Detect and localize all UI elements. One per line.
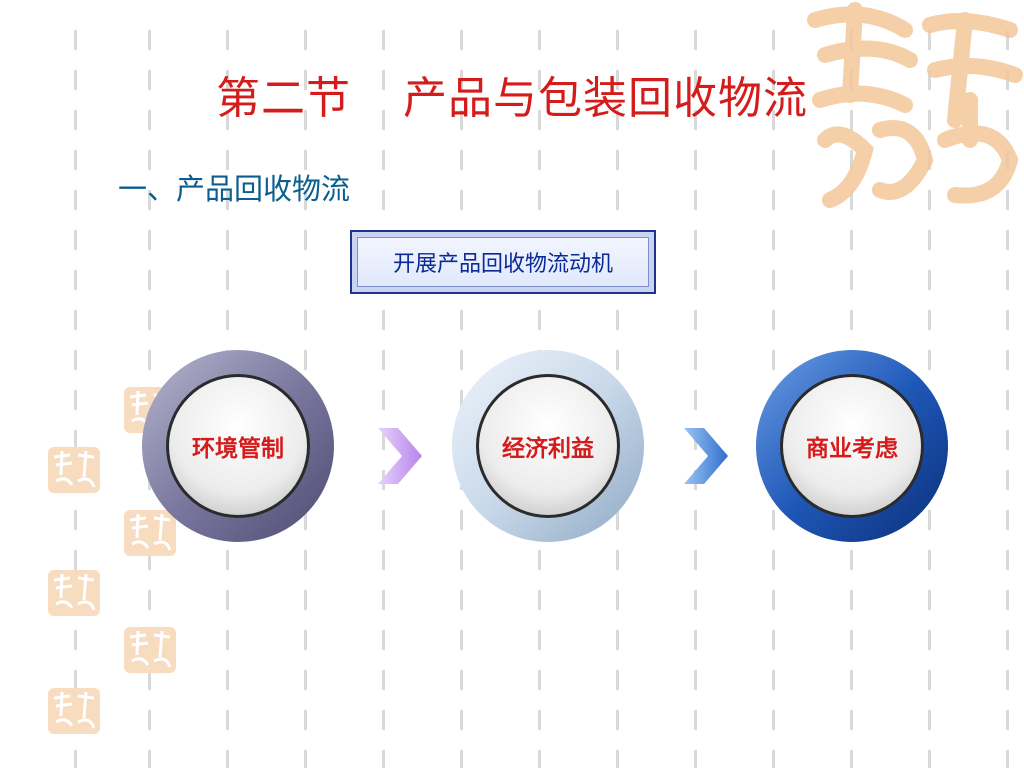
node-environment-regulation: 环境管制 — [140, 348, 336, 544]
section-heading: 一、产品回收物流 — [118, 172, 351, 206]
seal-stamp-icon — [48, 570, 100, 616]
node-ring-graphic — [756, 350, 948, 542]
chevron-right-icon — [378, 428, 422, 484]
seal-stamp-icon — [807, 2, 1023, 208]
chevron-right-icon — [684, 428, 728, 484]
seal-stamp-icon — [48, 688, 100, 734]
node-ring-graphic — [142, 350, 334, 542]
seal-stamp-icon — [48, 447, 100, 493]
node-business-consideration: 商业考虑 — [754, 348, 950, 544]
node-economic-benefit: 经济利益 — [450, 348, 646, 544]
title-topic: 产品与包装回收物流 — [403, 73, 808, 124]
slide-title: 第二节 产品与包装回收物流 — [0, 62, 1024, 126]
node-label: 经济利益 — [502, 436, 594, 462]
node-ring-graphic — [452, 350, 644, 542]
node-label: 商业考虑 — [806, 436, 898, 462]
background-dash-column — [460, 30, 463, 768]
title-section: 第二节 — [216, 73, 351, 124]
motive-box-label: 开展产品回收物流动机 — [392, 252, 613, 277]
background-dash-column — [1006, 30, 1009, 768]
node-label: 环境管制 — [192, 436, 284, 462]
background-dash-column — [382, 30, 385, 768]
motive-box: 开展产品回收物流动机 — [350, 230, 656, 294]
seal-stamp-icon — [124, 627, 176, 673]
seal-stamp-icon — [124, 510, 176, 556]
background-dash-column — [74, 30, 77, 768]
background-dash-column — [694, 30, 697, 768]
